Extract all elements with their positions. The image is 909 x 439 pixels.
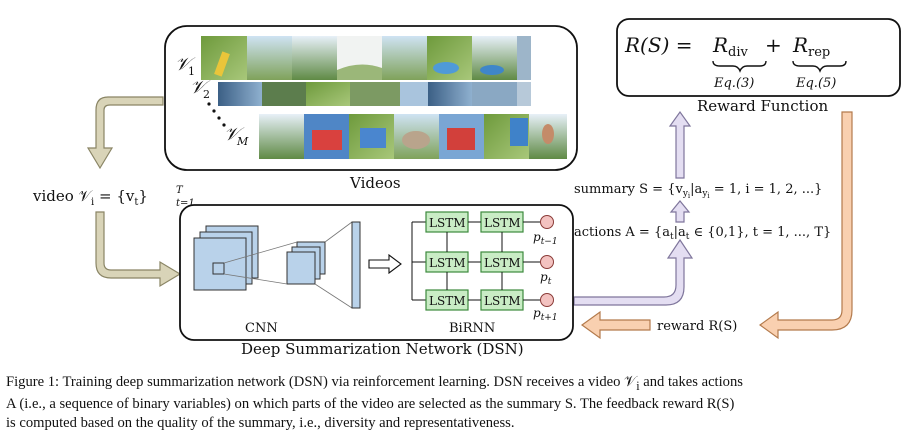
caption-line2: A (i.e., a sequence of binary variables)… xyxy=(6,396,735,413)
cnn-label: CNN xyxy=(245,321,278,336)
underbrace-div xyxy=(712,60,767,73)
eq3-label: Eq.(3) xyxy=(713,76,754,91)
caption-line1: Figure 1: Training deep summarization ne… xyxy=(6,374,637,390)
cnn-to-birnn-arrow xyxy=(368,253,402,275)
frame-detail xyxy=(447,128,475,150)
frame xyxy=(517,82,531,106)
reward-text: reward R(S) xyxy=(657,319,737,334)
arrow-reward-down xyxy=(758,111,853,340)
dsn-panel: LSTM LSTM LSTM LSTM LSTM LSTM pt−1 pt xyxy=(179,204,574,341)
video-m-frames xyxy=(259,114,567,159)
figure-diagram: 𝒱 1 𝒱 2 𝒱 M Videos R(S) = R div + R rep … xyxy=(32,18,901,358)
caption-line3: is computed based on the quality of the … xyxy=(6,414,515,431)
frame xyxy=(247,36,292,80)
cnn-diagram xyxy=(193,221,361,309)
video-input-rhs-close: } xyxy=(138,187,148,205)
actions-formula: actions A = {at|at ∈ {0,1}, t = 1, ..., … xyxy=(574,225,831,242)
caption-line1-sub: i xyxy=(636,378,640,393)
p-prev-sub: t−1 xyxy=(541,237,558,247)
video-input-sub: i xyxy=(91,197,94,208)
birnn-diagram: LSTM LSTM LSTM LSTM LSTM LSTM pt−1 pt xyxy=(411,211,558,323)
p-curr-sub: t xyxy=(548,277,552,287)
arrow-dsn-to-actions xyxy=(573,238,694,306)
output-node xyxy=(540,255,554,269)
caption-line1-end: and takes actions xyxy=(639,374,743,390)
frame xyxy=(472,82,517,106)
frame xyxy=(218,82,262,106)
video-input-text: video 𝒱 xyxy=(32,187,94,205)
arrow-input-to-dsn xyxy=(95,211,182,288)
svg-text:video 𝒱i = {vt}: video 𝒱i = {vt} xyxy=(32,187,148,208)
svg-text:pt: pt xyxy=(540,270,552,287)
frame xyxy=(259,114,304,159)
output-node xyxy=(540,215,554,229)
frame xyxy=(292,36,337,80)
dsn-title: Deep Summarization Network (DSN) xyxy=(241,340,524,358)
rl-flow-labels: summary S = {vyi|ayi = 1, i = 1, 2, ...}… xyxy=(574,182,831,334)
reward-lhs: R(S) = xyxy=(624,33,692,57)
lstm-label: LSTM xyxy=(484,216,520,230)
rdiv-symbol: R xyxy=(712,33,728,57)
rrep-subscript: rep xyxy=(808,45,830,60)
eq5-label: Eq.(5) xyxy=(795,76,836,91)
frame xyxy=(306,82,350,106)
dsn-box xyxy=(179,204,574,341)
frame-detail xyxy=(433,62,459,74)
output-node xyxy=(540,293,554,307)
frame xyxy=(517,36,531,80)
p-next-sub: t+1 xyxy=(541,313,558,323)
reward-function-box xyxy=(616,18,901,97)
lstm-label: LSTM xyxy=(429,256,465,270)
arrow-actions-to-summary xyxy=(669,200,691,223)
svg-text:pt−1: pt−1 xyxy=(533,230,558,247)
summary-formula: summary S = {vyi|ayi = 1, i = 1, 2, ...} xyxy=(574,182,822,200)
video-input-sup: T xyxy=(176,185,184,196)
svg-text:pt+1: pt+1 xyxy=(533,306,558,323)
lstm-label: LSTM xyxy=(484,256,520,270)
lstm-label: LSTM xyxy=(429,216,465,230)
p-curr: p xyxy=(540,270,548,284)
ellipsis-dots xyxy=(207,102,226,127)
birnn-label: BiRNN xyxy=(449,321,495,336)
reward-function-title: Reward Function xyxy=(697,97,828,115)
video-2-frames xyxy=(218,82,531,106)
reward-plus: + xyxy=(765,33,782,57)
lstm-label: LSTM xyxy=(429,294,465,308)
video-input-sub2: t=1 xyxy=(176,198,195,209)
frame xyxy=(382,36,427,80)
frame xyxy=(400,82,428,106)
rdiv-subscript: div xyxy=(728,45,748,60)
rrep-symbol: R xyxy=(792,33,808,57)
lstm-label: LSTM xyxy=(484,294,520,308)
videos-panel: 𝒱 1 𝒱 2 𝒱 M Videos xyxy=(164,25,578,192)
frame-detail xyxy=(337,64,382,80)
arrow-reward-to-dsn xyxy=(580,310,651,340)
label-v2-sub: 2 xyxy=(203,88,210,101)
frame xyxy=(262,82,306,106)
p-next: p xyxy=(533,306,541,320)
video-input-rhs: = {v xyxy=(94,187,135,205)
arrow-videos-to-input xyxy=(86,96,164,170)
frame-detail xyxy=(402,131,430,149)
underbrace-rep xyxy=(792,60,847,73)
video-input-label: video 𝒱i = {vt} T t=1 xyxy=(32,185,195,209)
arrow-summary-to-reward xyxy=(668,110,692,179)
frame xyxy=(428,82,472,106)
videos-title: Videos xyxy=(349,174,401,192)
frame-detail xyxy=(542,124,554,144)
p-prev: p xyxy=(533,230,541,244)
frame-detail xyxy=(360,128,386,148)
frame xyxy=(350,82,400,106)
frame-detail xyxy=(510,118,528,146)
video-input-rhs-sub: t xyxy=(134,197,138,208)
label-v1-sub: 1 xyxy=(188,65,195,78)
frame-detail xyxy=(480,65,504,75)
video-1-frames xyxy=(201,36,531,80)
frame-detail xyxy=(312,130,342,150)
figure-caption: Figure 1: Training deep summarization ne… xyxy=(6,373,904,432)
label-vm-sub: M xyxy=(236,135,249,148)
frame-detail xyxy=(214,51,230,77)
reward-function-panel: R(S) = R div + R rep Eq.(3) Eq.(5) Rewar… xyxy=(616,18,901,115)
